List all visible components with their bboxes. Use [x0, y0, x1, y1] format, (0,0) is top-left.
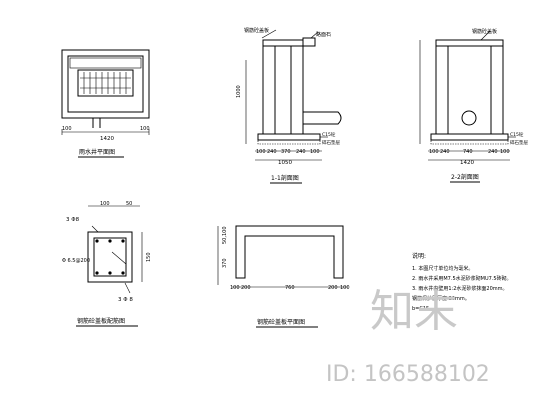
plan-view: 100 1420 100 雨水井平面图	[61, 49, 150, 158]
notes-line-5: b=C15	[412, 306, 429, 312]
notes-line-2: 2. 雨水井采用M7.5水泥砂浆砌MU7.5砖砌。	[412, 275, 512, 282]
rebar-dim-top-2: 50	[126, 201, 132, 207]
s11-c15-concrete	[257, 133, 321, 141]
s22-outlet-pipe-section	[461, 110, 477, 126]
s22-dim-2: 240	[440, 149, 450, 155]
plan-dim-total: 1420	[100, 136, 114, 142]
plan-dim-left: 100	[62, 126, 72, 132]
rebar-bar	[95, 271, 99, 275]
rebar-bar	[121, 239, 125, 243]
rebar-bar	[121, 271, 125, 275]
s22-title: 2-2剖面图	[451, 173, 479, 181]
s11-title: 1-1剖面图	[271, 174, 299, 182]
s11-right-wall	[290, 45, 304, 135]
s11-cover-slab	[262, 39, 304, 47]
cover-dim-2: 200	[241, 285, 251, 291]
rebar-bar	[108, 239, 112, 243]
s11-label-c15: C15砼	[322, 131, 336, 138]
cover-dim-4: 200	[328, 285, 338, 291]
s11-leader-cover	[261, 29, 277, 39]
s22-right-wall	[490, 45, 504, 135]
s11-leader-curb	[310, 31, 319, 39]
rebar-title: 钢筋砼盖板配筋图	[77, 317, 125, 325]
notes-line-4: 钢筋保护层厚度 20mm。	[412, 295, 470, 302]
rebar-label-top-bars: 3 Φ8	[66, 217, 80, 223]
plan-dim-right: 100	[140, 126, 150, 132]
s22-dim-4: 240	[488, 149, 498, 155]
cover-dim-3: 760	[285, 285, 295, 291]
s11-left-wall	[262, 45, 276, 135]
rebar-dim-side: 150	[146, 252, 152, 262]
section-1-1: 1000 钢筋砼盖板 路面石 C15砼 碎石垫层 100 240 370 240…	[236, 27, 342, 184]
s22-dim-total: 1420	[460, 160, 474, 166]
s11-gravel-bedding	[257, 139, 321, 145]
s22-left-wall	[435, 45, 449, 135]
s11-label-gravel: 碎石垫层	[322, 139, 340, 146]
s22-c15-concrete	[430, 133, 509, 141]
s11-label-cover: 钢筋砼盖板	[244, 27, 269, 34]
rebar-detail: 100 50 3 Φ8 Φ 6.5@200 3 Φ 8 150 钢筋砼盖板配筋图	[62, 201, 152, 327]
plan-inner-wall	[67, 55, 144, 113]
s11-dim-3: 370	[281, 149, 291, 155]
plan-title: 雨水井平面图	[79, 148, 115, 156]
s22-label-c15: C15砼	[510, 131, 524, 138]
s11-dim-1: 100	[256, 149, 266, 155]
cover-slab-plan: 50,100 370 100 200 760 200 100 钢筋砼盖板平面图	[217, 225, 350, 328]
cover-dim-5: 100	[340, 285, 350, 291]
cover-title: 钢筋砼盖板平面图	[257, 318, 305, 326]
rebar-bar	[95, 239, 99, 243]
notes-line-3: 3. 雨水井内壁用1:2水泥砂浆抹面20mm。	[412, 285, 508, 292]
rebar-dim-top-1: 100	[100, 201, 110, 207]
rebar-bar	[108, 271, 112, 275]
rebar-label-bottom-bars: 3 Φ 8	[118, 297, 133, 303]
s22-dim-1: 100	[429, 149, 439, 155]
cover-dim-left: 370	[222, 258, 228, 268]
s11-dim-4: 240	[296, 149, 306, 155]
rebar-stirrup	[93, 237, 127, 277]
rebar-outer	[87, 231, 133, 283]
plan-grate	[77, 69, 134, 97]
watermark-id: ID: 166588102	[326, 362, 490, 387]
s22-leader-cover	[480, 30, 491, 41]
cover-dim-1: 100	[230, 285, 240, 291]
cover-dim-top-left: 50,100	[222, 227, 228, 245]
s11-dim-5: 100	[310, 149, 320, 155]
s11-dim-vertical: 1000	[236, 85, 242, 98]
s11-label-curb: 路面石	[316, 31, 331, 38]
s22-label-gravel: 碎石垫层	[510, 139, 528, 146]
s22-cover-slab	[435, 39, 504, 47]
section-2-2: 钢筋砼盖板 C15砼 碎石垫层 100 240 740 240 100 1420…	[419, 28, 528, 183]
s11-outlet-pipe	[303, 111, 342, 125]
s22-dim-5: 100	[500, 149, 510, 155]
s11-dim-total: 1050	[278, 160, 292, 166]
watermark-logo: 知末	[370, 286, 458, 337]
notes-heading: 说明:	[412, 252, 426, 260]
cover-slab-outline	[235, 225, 344, 279]
s11-curb-stone	[302, 37, 316, 47]
rebar-label-stirrup: Φ 6.5@200	[62, 258, 90, 264]
notes-line-1: 1. 本图尺寸单位均为毫米。	[412, 265, 473, 272]
s11-dim-2: 240	[267, 149, 277, 155]
plan-outer-wall	[61, 49, 150, 119]
s22-gravel-bedding	[430, 139, 509, 145]
plan-top-band	[69, 57, 142, 69]
notes: 说明: 1. 本图尺寸单位均为毫米。 2. 雨水井采用M7.5水泥砂浆砌MU7.…	[412, 252, 512, 312]
s22-label-cover: 钢筋砼盖板	[472, 28, 497, 35]
plan-grate-bars	[80, 72, 131, 94]
s22-dim-3: 740	[463, 149, 473, 155]
